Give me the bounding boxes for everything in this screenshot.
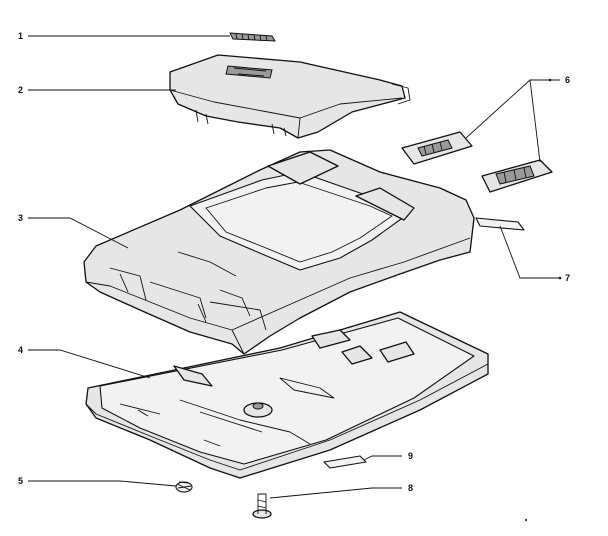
part-6-control-parts xyxy=(401,131,553,193)
callout-5: 5 xyxy=(18,476,23,486)
stray-mark xyxy=(525,519,527,521)
part-4-base-tray xyxy=(85,311,489,479)
leader-6b xyxy=(529,79,541,163)
leader-8 xyxy=(269,487,402,499)
part-8-screw xyxy=(252,493,272,519)
callout-9: 9 xyxy=(408,451,413,461)
callout-3: 3 xyxy=(18,213,23,223)
callout-2: 2 xyxy=(18,85,23,95)
callout-6: 6 xyxy=(565,75,570,85)
leader-3 xyxy=(28,217,129,249)
leader-9 xyxy=(363,455,402,461)
callout-7: 7 xyxy=(565,273,570,283)
callout-8: 8 xyxy=(408,483,413,493)
leader-lines xyxy=(28,35,562,499)
leader-7 xyxy=(499,225,560,279)
callout-labels: 1 2 3 4 5 6 7 8 9 xyxy=(18,31,570,493)
leader-6a xyxy=(465,79,560,139)
part-3-upper-housing xyxy=(83,149,475,355)
part-7-plate xyxy=(475,217,525,231)
leader-5 xyxy=(28,480,177,487)
callout-1: 1 xyxy=(18,31,23,41)
part-5-spring xyxy=(175,481,193,493)
callout-4: 4 xyxy=(18,345,23,355)
leader-4 xyxy=(28,349,151,379)
part-1-clip xyxy=(229,32,276,42)
part-2-top-cover xyxy=(169,54,411,139)
part-9-strip xyxy=(323,455,367,469)
